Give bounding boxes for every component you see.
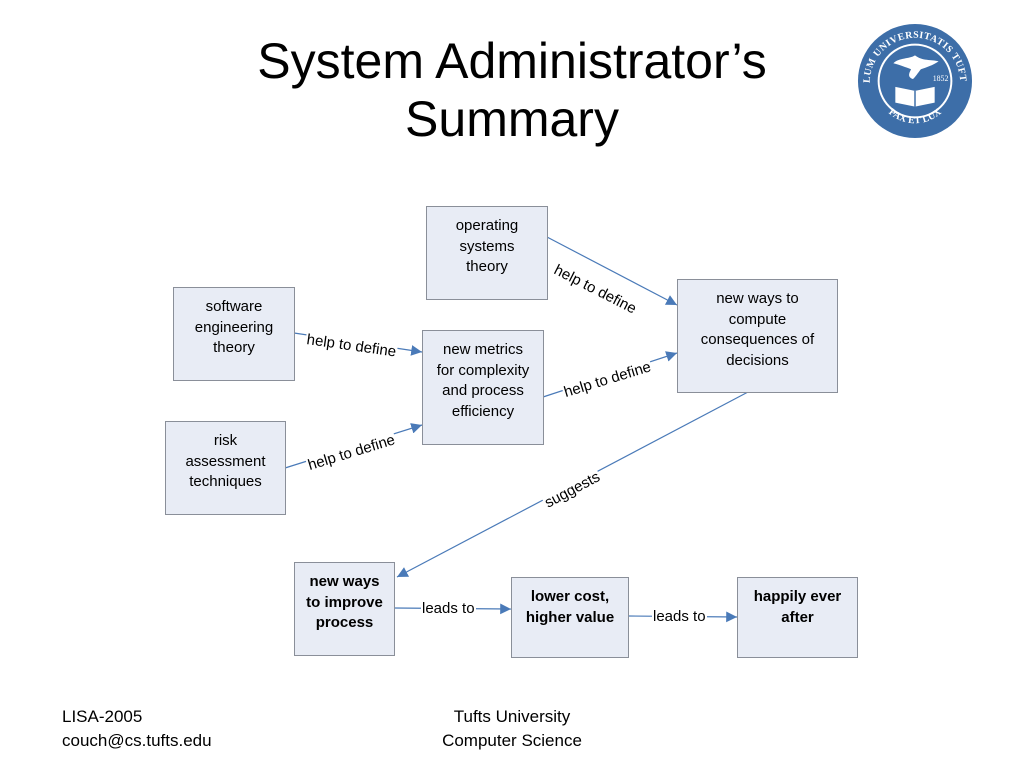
node-new-metrics: new metrics for complexity and process e…: [422, 330, 544, 445]
node-risk-assessment-techniques: risk assessment techniques: [165, 421, 286, 515]
footer-center: Tufts University Computer Science: [412, 705, 612, 753]
footer-event: LISA-2005: [62, 707, 143, 726]
footer-department: Computer Science: [442, 731, 582, 750]
node-happily-ever-after: happily ever after: [737, 577, 858, 658]
node-new-ways-to-improve-process: new ways to improve process: [294, 562, 395, 656]
slide-title: System Administrator’s Summary: [150, 32, 874, 148]
node-lower-cost-higher-value: lower cost, higher value: [511, 577, 629, 658]
title-line-2: Summary: [405, 91, 619, 147]
svg-text:1852: 1852: [933, 74, 949, 83]
edge-label-improve-to-lower: leads to: [421, 600, 476, 618]
edge-label-lower-to-happily: leads to: [652, 608, 707, 626]
edge-os-to-consequences: [546, 236, 678, 306]
footer-university: Tufts University: [453, 707, 571, 726]
node-new-ways-to-compute-consequences: new ways to compute consequences of deci…: [677, 279, 838, 393]
footer-left: LISA-2005 couch@cs.tufts.edu: [62, 705, 212, 753]
title-line-1: System Administrator’s: [257, 33, 767, 89]
node-operating-systems-theory: operating systems theory: [426, 206, 548, 300]
tufts-university-seal-icon: SIGILLUM UNIVERSITATIS TUFTENSIS PAX ET …: [856, 22, 973, 139]
footer-email: couch@cs.tufts.edu: [62, 731, 212, 750]
node-software-engineering-theory: software engineering theory: [173, 287, 295, 381]
